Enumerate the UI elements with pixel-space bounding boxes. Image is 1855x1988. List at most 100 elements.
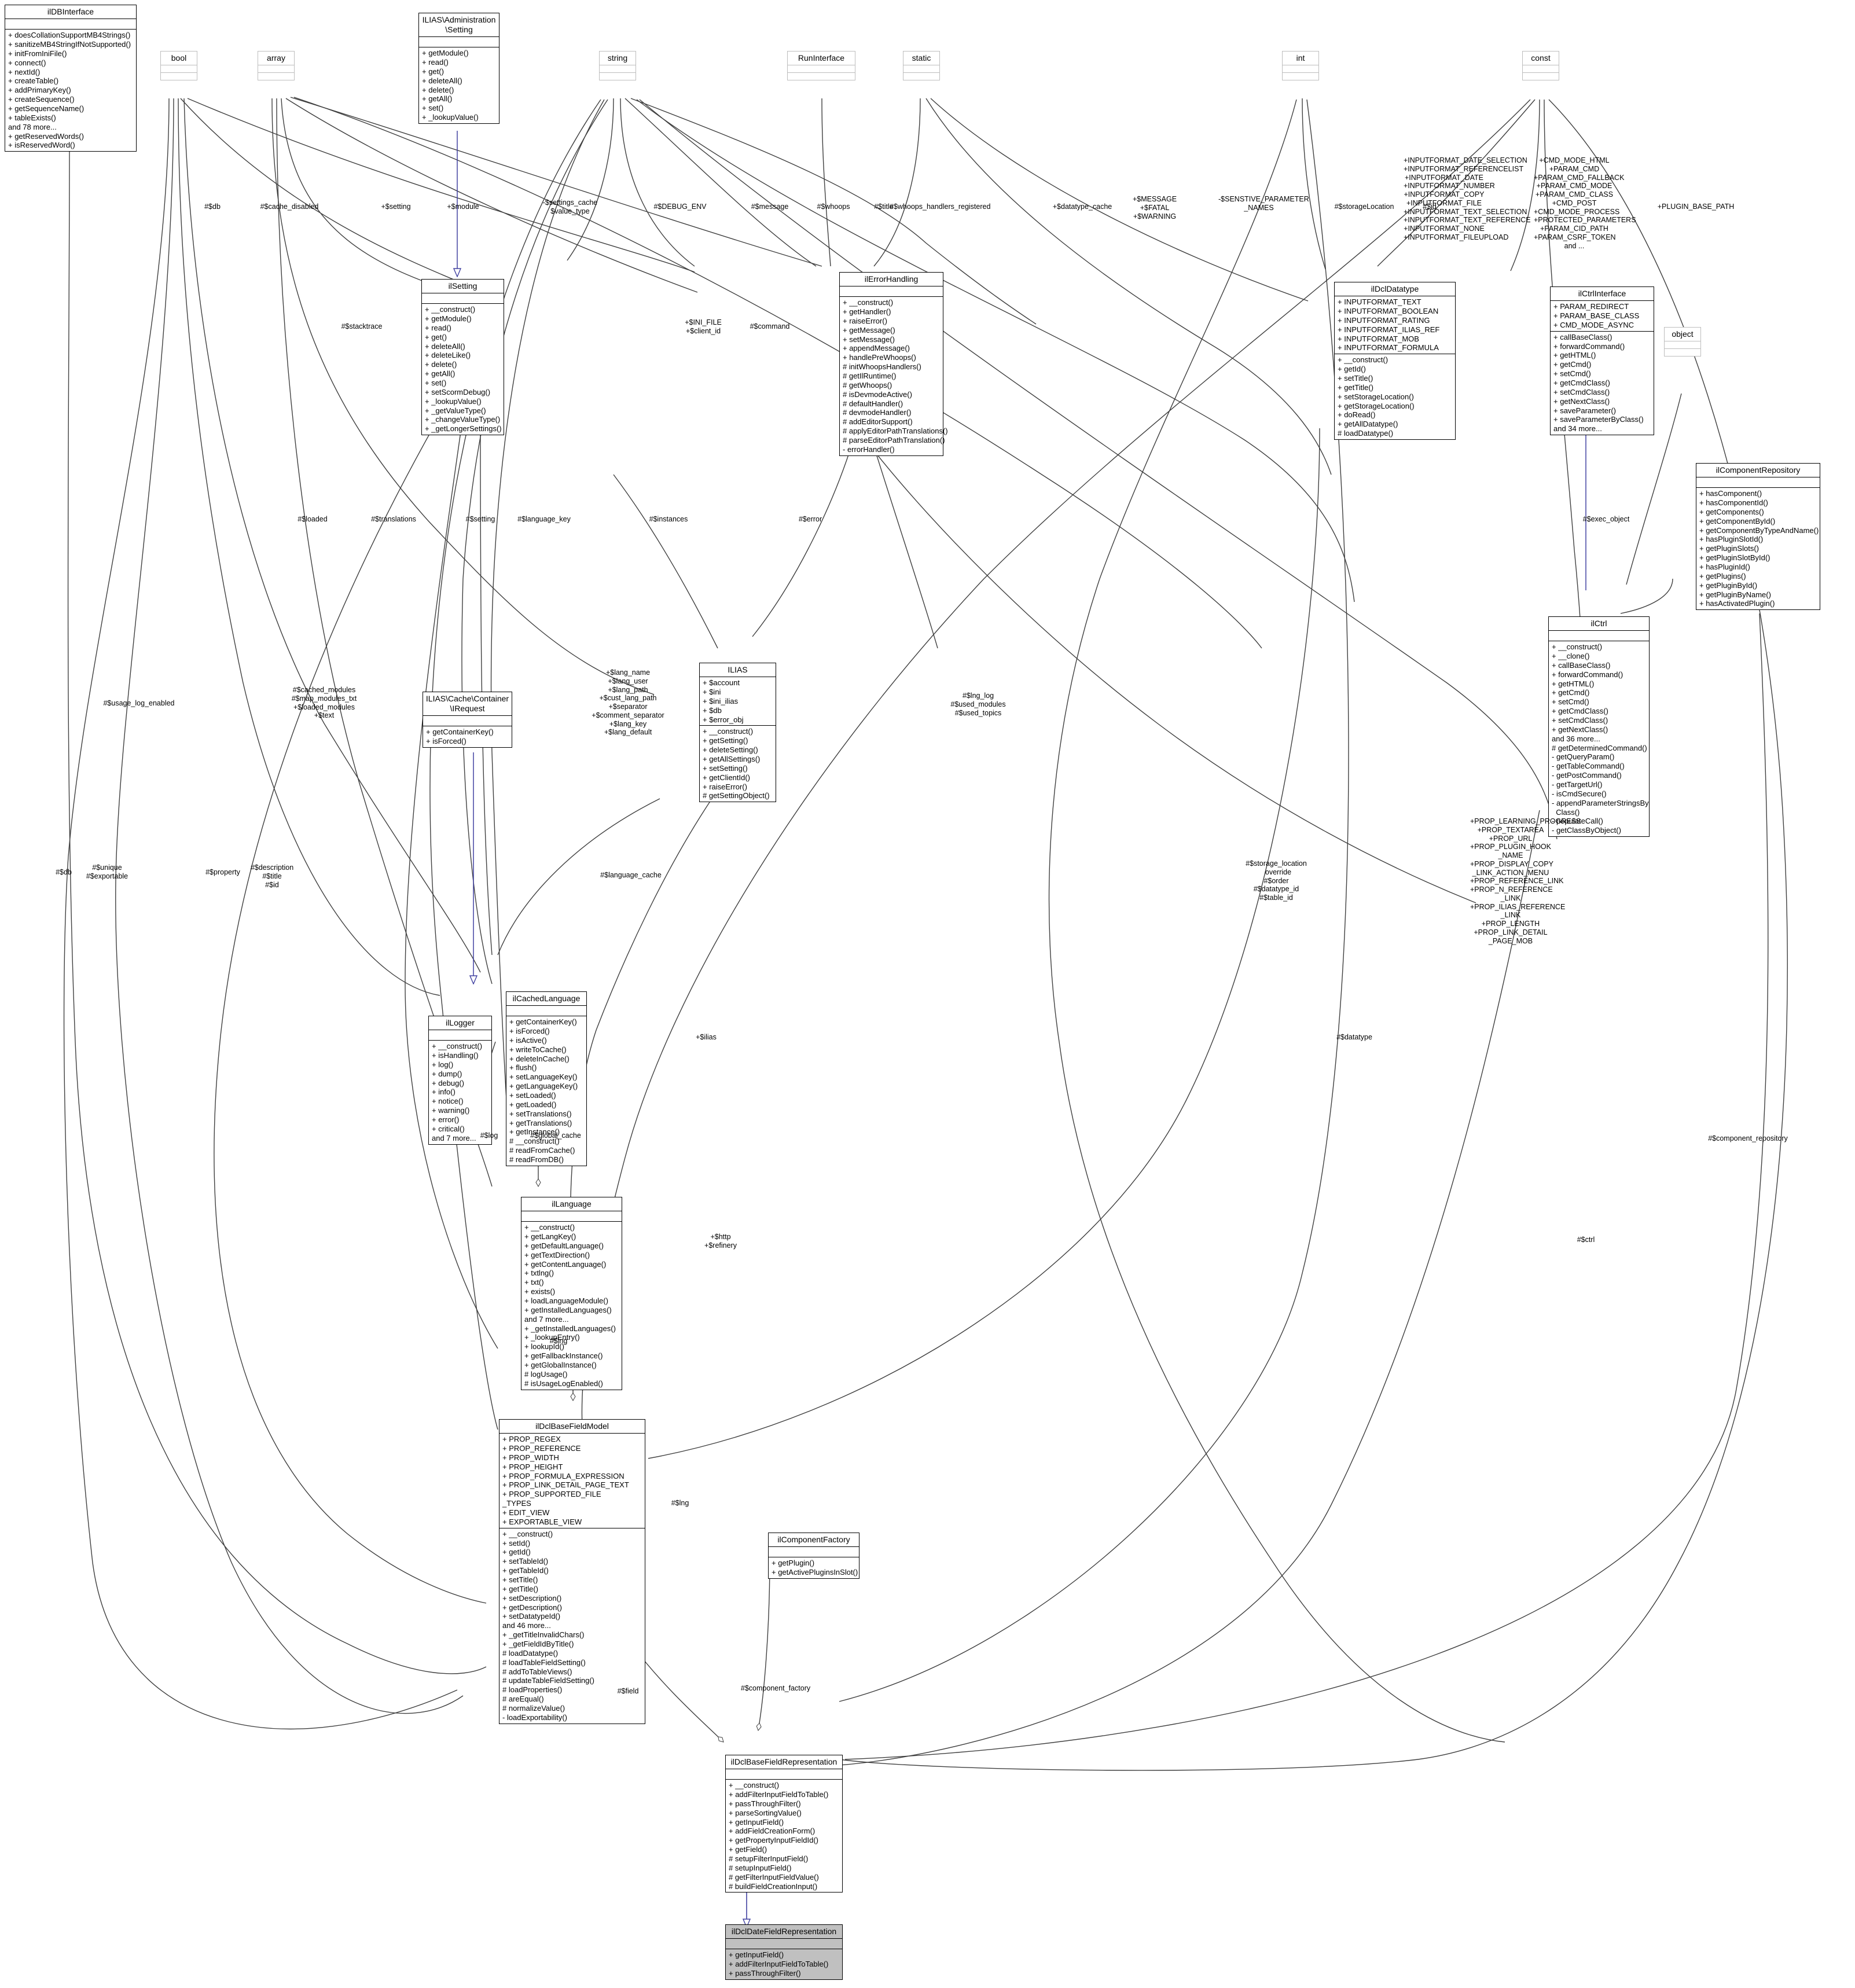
class-node-ildcldatatype[interactable]: ilDclDatatype + INPUTFORMAT_TEXT+ INPUTF… <box>1334 282 1456 440</box>
class-node-int[interactable]: int <box>1282 51 1319 81</box>
class-title: ilDBInterface <box>47 7 94 16</box>
class-member: # logUsage() <box>524 1369 568 1379</box>
class-member: + delete() <box>422 85 454 94</box>
class-node-ilcomponentfactory[interactable]: ilComponentFactory + getPlugin()+ getAct… <box>768 1533 859 1579</box>
class-member: and 7 more... <box>524 1314 569 1324</box>
edge-label-datatype: #$datatype <box>1336 1033 1372 1041</box>
class-member: + setTableId() <box>502 1557 549 1566</box>
edge-label-message_fatal: +$MESSAGE +$FATAL +$WARNING <box>1132 195 1177 221</box>
class-node-ilerrorhandling[interactable]: ilErrorHandling + __construct()+ getHand… <box>839 272 948 456</box>
class-member: + hasComponent() <box>1699 489 1762 498</box>
class-node-ildclbasefieldrepresentation[interactable]: ilDclBaseFieldRepresentation + __constru… <box>725 1755 843 1893</box>
class-member: + _getInstalledLanguages() <box>524 1324 616 1333</box>
class-member: + isHandling() <box>432 1050 479 1060</box>
class-member: and 78 more... <box>8 122 57 131</box>
class-member: + INPUTFORMAT_ILIAS_REF <box>1338 325 1440 334</box>
class-member: + __construct() <box>843 298 894 307</box>
class-attributes <box>903 65 939 72</box>
class-member: + _lookupValue() <box>425 396 482 406</box>
class-attributes <box>429 1030 491 1040</box>
class-operations <box>161 73 197 80</box>
class-node-bool[interactable]: bool <box>160 51 197 81</box>
class-node-ilsetting[interactable]: ilSetting + __construct()+ getModule()+ … <box>421 279 504 436</box>
class-member: + hasActivatedPlugin() <box>1699 599 1775 608</box>
class-node-array[interactable]: array <box>258 51 295 81</box>
class-node-runinterface[interactable]: RunInterface <box>787 51 855 81</box>
edge-label-http_refinery: +$http +$refinery <box>704 1233 737 1250</box>
class-member: + debug() <box>432 1078 465 1087</box>
class-node-object[interactable]: object <box>1664 327 1701 357</box>
class-member: - getTargetUrl() <box>1552 780 1603 789</box>
class-node-ilias-cache-container-irequest[interactable]: ILIAS\Cache\Container \IRequest + getCon… <box>423 692 512 748</box>
class-member: + isActive() <box>509 1035 547 1045</box>
class-member: + set() <box>425 378 447 387</box>
class-member: + getMessage() <box>843 325 895 335</box>
edge-label-lng2: #$lng <box>671 1499 689 1507</box>
class-node-const[interactable]: const <box>1522 51 1559 81</box>
class-member: + txt() <box>524 1278 544 1287</box>
class-member: + getNextClass() <box>1553 396 1610 406</box>
class-member: + setId() <box>502 1538 531 1548</box>
class-member: + addFilterInputFieldToTable() <box>729 1959 829 1968</box>
class-member: + notice() <box>432 1097 464 1106</box>
class-member: # setupInputField() <box>729 1863 792 1872</box>
class-node-illanguage[interactable]: ilLanguage + __construct()+ getLangKey()… <box>521 1197 622 1390</box>
class-member: + error() <box>432 1115 460 1124</box>
class-member: + getTitle() <box>502 1584 539 1593</box>
class-member: + _changeValueType() <box>425 415 501 424</box>
class-node-static[interactable]: static <box>903 51 940 81</box>
class-node-ilctrlinterface[interactable]: ilCtrlInterface + PARAM_REDIRECT+ PARAM_… <box>1550 286 1654 436</box>
edge-label-cmd_mode_list: +CMD_MODE_HTML +PARAM_CMD +PARAM_CMD_FAL… <box>1534 156 1636 250</box>
class-attributes <box>788 65 855 72</box>
edge-label-description: #$description #$title #$id <box>250 863 294 889</box>
class-operations <box>788 73 855 80</box>
class-title: int <box>1296 53 1305 63</box>
class-operations: + __construct()+ setId()+ getId()+ setTa… <box>499 1528 645 1724</box>
class-node-ildbinterface[interactable]: ilDBInterface + doesCollationSupportMB4S… <box>5 5 137 152</box>
class-member: + __construct() <box>425 305 476 314</box>
class-member: + addFieldCreationForm() <box>729 1827 816 1836</box>
class-title: object <box>1672 329 1694 339</box>
class-member: + _lookupValue() <box>422 113 479 122</box>
class-node-ilctrl[interactable]: ilCtrl + __construct()+ __clone()+ callB… <box>1548 616 1650 837</box>
class-member: + getCmdClass() <box>1552 707 1608 716</box>
class-member: + handlePreWhoops() <box>843 353 916 362</box>
class-node-ilias[interactable]: ILIAS + $account+ $ini+ $ini_ilias+ $db+… <box>699 663 776 803</box>
class-member: + INPUTFORMAT_RATING <box>1338 315 1430 325</box>
class-member: + getPluginById() <box>1699 580 1758 590</box>
class-title: ILIAS\Administration \Setting <box>422 15 496 35</box>
class-node-ilias-administration-setting[interactable]: ILIAS\Administration \Setting + getModul… <box>418 13 499 124</box>
class-member: + hasPluginSlotId() <box>1699 535 1764 544</box>
class-member: + setCmd() <box>1552 697 1589 707</box>
edge-label-field: #$field <box>617 1687 639 1695</box>
class-member: + tableExists() <box>8 113 56 122</box>
class-member: + createTable() <box>8 76 59 86</box>
class-member: + saveParameter() <box>1553 406 1617 415</box>
class-node-illogger[interactable]: ilLogger + __construct()+ isHandling()+ … <box>428 1016 492 1145</box>
class-node-string[interactable]: string <box>599 51 636 81</box>
class-member: + loadLanguageModule() <box>524 1296 608 1305</box>
class-member: + setCmdClass() <box>1552 715 1608 725</box>
edge-label-plugin_base_path: +PLUGIN_BASE_PATH <box>1657 203 1735 211</box>
class-member: + setStorageLocation() <box>1338 392 1414 401</box>
class-node-ildcldatefieldrepresentation[interactable]: ilDclDateFieldRepresentation + getInputF… <box>725 1924 843 1980</box>
class-member: + getReservedWords() <box>8 131 84 141</box>
class-member: - appendParameterStringsBy Class() <box>1552 798 1649 817</box>
class-member: + getComponentByTypeAndName() <box>1699 526 1819 535</box>
class-attributes <box>1696 477 1820 487</box>
class-member: + getPluginSlotById() <box>1699 553 1770 563</box>
edge-label-whoops_handlers: #$whoops_handlers_registered <box>890 203 991 211</box>
class-attributes <box>506 1006 586 1016</box>
class-title: ilDclDatatype <box>1371 284 1419 293</box>
class-title: const <box>1531 53 1551 63</box>
class-member: + __construct() <box>703 727 754 736</box>
class-member: - errorHandler() <box>843 444 895 454</box>
class-node-ildclbasefieldmodel[interactable]: ilDclBaseFieldModel + PROP_REGEX+ PROP_R… <box>499 1419 645 1724</box>
class-member: # getFilterInputFieldValue() <box>729 1872 819 1882</box>
class-node-ilcomponentrepository[interactable]: ilComponentRepository + hasComponent()+ … <box>1696 463 1820 611</box>
edge-label-datatype_cache: +$datatype_cache <box>1052 203 1112 211</box>
edge-label-component_repository: #$component_repository <box>1708 1134 1788 1142</box>
class-member: + raiseError() <box>843 316 887 325</box>
class-member: + getId() <box>502 1548 531 1557</box>
